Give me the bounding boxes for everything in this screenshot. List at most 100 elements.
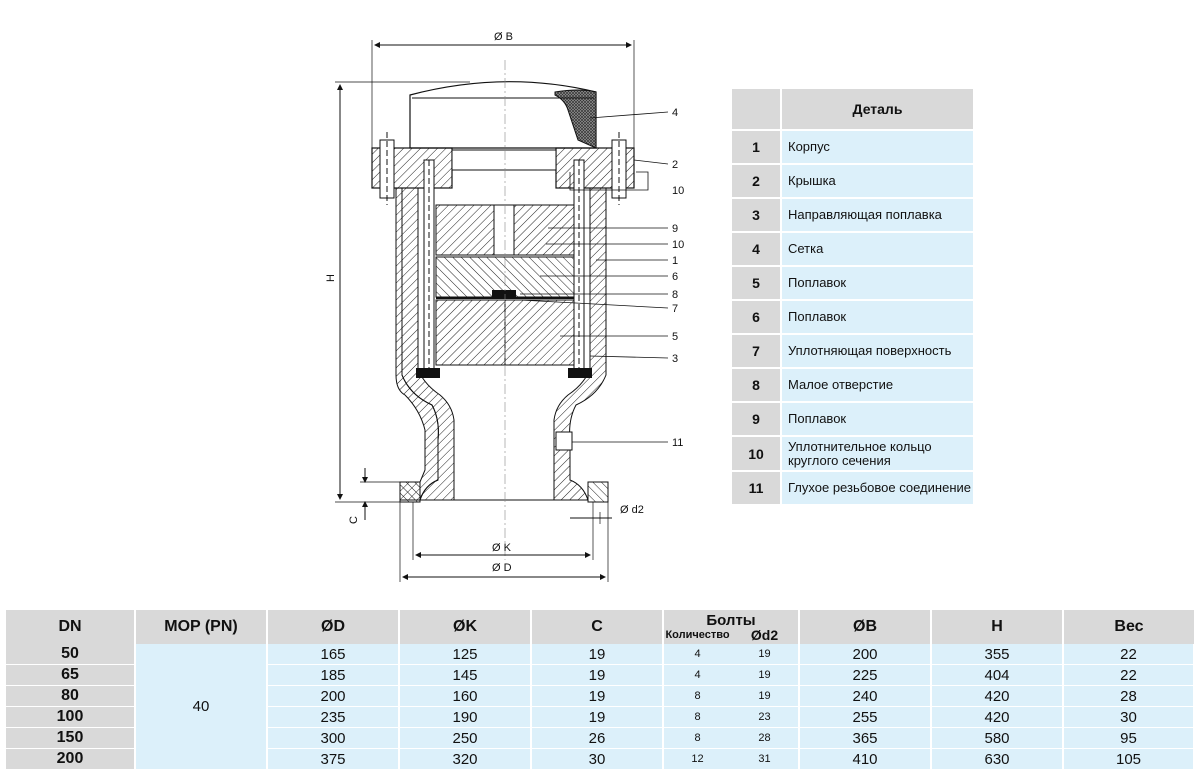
cell-b: 240	[799, 685, 932, 707]
callout-4: 4	[672, 107, 678, 119]
cell-b: 200	[799, 644, 932, 665]
cell-k: 145	[399, 664, 532, 686]
part-number: 8	[732, 369, 782, 401]
col-c: C	[531, 610, 664, 644]
dim-c-label: C	[348, 516, 360, 524]
part-name: Крышка	[782, 165, 973, 197]
part-number: 4	[732, 233, 782, 265]
parts-header-row: Деталь	[732, 89, 973, 129]
cell-qty: 4	[694, 648, 701, 660]
dimension-b: Ø B	[371, 31, 635, 148]
part-number: 3	[732, 199, 782, 231]
callout-1: 1	[672, 255, 678, 267]
parts-header-title: Деталь	[782, 89, 973, 129]
part-number: 2	[732, 165, 782, 197]
callout-11: 11	[672, 437, 683, 449]
cell-d: 165	[267, 644, 400, 665]
cell-weight: 30	[1063, 706, 1195, 728]
cell-c: 19	[531, 644, 664, 665]
part-number: 7	[732, 335, 782, 367]
col-weight: Вес	[1063, 610, 1194, 644]
cell-b: 255	[799, 706, 932, 728]
cell-weight: 22	[1063, 644, 1195, 665]
col-bolts: Болты Количество Ød2	[663, 610, 800, 644]
dimension-c: C	[348, 468, 400, 524]
cell-weight: 22	[1063, 664, 1195, 686]
cell-d: 235	[267, 706, 400, 728]
col-dn: DN	[6, 610, 136, 644]
cell-b: 410	[799, 748, 932, 770]
cell-d: 185	[267, 664, 400, 686]
part-name: Корпус	[782, 131, 973, 163]
bolts-title: Болты	[706, 611, 756, 629]
part-name: Направляющая поплавка	[782, 199, 973, 231]
callout-leaders	[519, 111, 669, 443]
cell-k: 190	[399, 706, 532, 728]
cell-h: 580	[931, 727, 1064, 749]
mesh-cap	[409, 81, 597, 149]
cell-weight: 28	[1063, 685, 1195, 707]
cell-h: 630	[931, 748, 1064, 770]
part-name: Уплотняющая поверхность	[782, 335, 973, 367]
cell-d: 300	[267, 727, 400, 749]
cell-dn: 80	[6, 685, 136, 707]
dimension-d2: Ø d2	[570, 504, 644, 524]
cell-dn: 65	[6, 664, 136, 686]
dim-d2-label: Ø d2	[620, 504, 644, 516]
cell-c: 19	[531, 706, 664, 728]
callout-numbers: 4 2 10 9 10 1 6 8 7 5 3 11	[672, 107, 684, 449]
part-number: 1	[732, 131, 782, 163]
cell-weight: 95	[1063, 727, 1195, 749]
valve-cross-section-drawing: Ø B H C Ø K Ø D Ø d2	[325, 31, 684, 582]
cell-k: 320	[399, 748, 532, 770]
col-h: H	[931, 610, 1064, 644]
part-name: Поплавок	[782, 267, 973, 299]
cell-d2: 23	[758, 711, 771, 723]
callout-8: 8	[672, 289, 678, 301]
cell-d2: 19	[758, 648, 771, 660]
cell-b: 225	[799, 664, 932, 686]
cell-qty: 8	[694, 732, 701, 744]
col-k: ØK	[399, 610, 532, 644]
col-mop: MOP (PN)	[135, 610, 268, 644]
callout-2: 2	[672, 159, 678, 171]
cell-k: 250	[399, 727, 532, 749]
part-number: 6	[732, 301, 782, 333]
part-name: Уплотнительное кольцо круглого сечения	[782, 437, 973, 470]
part-name: Глухое резьбовое соединение	[782, 472, 973, 504]
cell-h: 420	[931, 706, 1064, 728]
part-number: 11	[732, 472, 782, 504]
dim-b-label: Ø B	[494, 31, 513, 43]
callout-10-top: 10	[672, 185, 684, 197]
cell-d: 200	[267, 685, 400, 707]
cell-h: 404	[931, 664, 1064, 686]
part-name: Поплавок	[782, 301, 973, 333]
cell-bolts: 4 19	[663, 644, 800, 665]
cell-qty: 4	[694, 669, 701, 681]
cell-c: 30	[531, 748, 664, 770]
callout-7: 7	[672, 303, 678, 315]
dims-header-row: DN MOP (PN) ØD ØK C Болты Количество Ød2…	[6, 610, 1194, 644]
cell-d2: 31	[758, 753, 771, 765]
float-guide	[416, 159, 592, 378]
part-number: 5	[732, 267, 782, 299]
cell-k: 125	[399, 644, 532, 665]
threaded-plug	[555, 431, 573, 451]
cell-c: 19	[531, 685, 664, 707]
cell-d: 375	[267, 748, 400, 770]
